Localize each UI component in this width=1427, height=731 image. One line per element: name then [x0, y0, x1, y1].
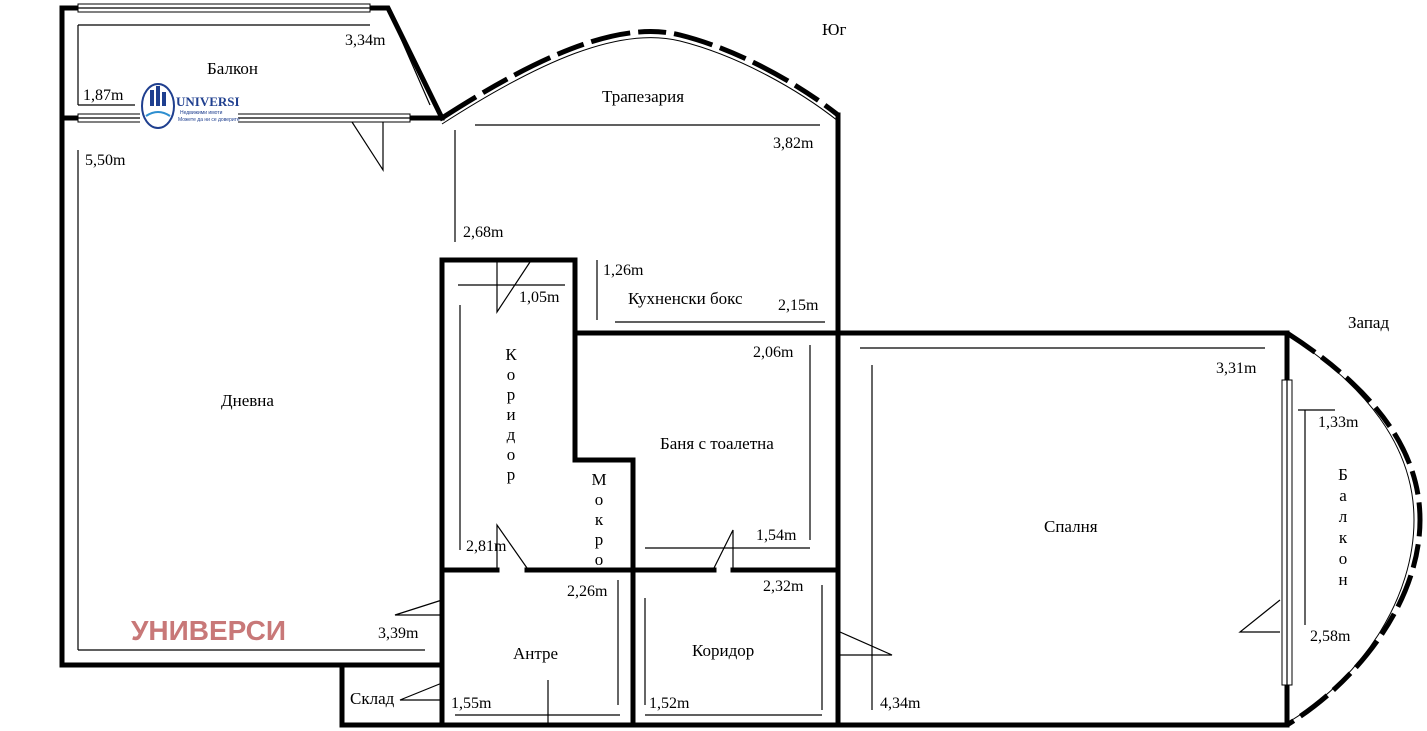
dim-balcony-right-length: 2,58m — [1310, 628, 1351, 645]
vertical-label-letter: и — [506, 405, 515, 424]
compass-west: Запад — [1348, 313, 1389, 332]
dim-balcony-right-depth: 1,33m — [1318, 414, 1359, 431]
vertical-label-letter: о — [507, 445, 516, 464]
room-label-balcony-right: Балкон — [1338, 465, 1348, 589]
vertical-label-letter: о — [507, 365, 516, 384]
room-label-balcony-top: Балкон — [207, 59, 258, 78]
dim-bedroom-width: 3,31m — [1216, 360, 1257, 377]
dim-entrance-width: 2,26m — [567, 583, 608, 600]
logo-emblem-icon — [141, 83, 175, 129]
dim-corridor-lower-length: 1,52m — [649, 695, 690, 712]
dim-dining-depth: 2,68m — [463, 224, 504, 241]
vertical-label-letter: о — [1339, 549, 1348, 568]
vertical-label-letter: д — [507, 425, 516, 444]
room-label-kitchen: Кухненски бокс — [628, 289, 743, 308]
logo-text: UNIVERSI — [176, 94, 240, 109]
universi-logo: UNIVERSI Недвижими имоти Можете да ни се… — [140, 80, 240, 130]
vertical-label-letter: к — [1339, 528, 1348, 547]
dim-dining-width: 3,82m — [773, 135, 814, 152]
measure-lines — [77, 130, 1265, 716]
dim-corridor-lower-width: 2,32m — [763, 578, 804, 595]
dim-kitchen-width: 2,15m — [778, 297, 819, 314]
dim-kitchen-depth: 1,26m — [603, 262, 644, 279]
room-label-storage: Склад — [350, 689, 395, 708]
watermark-text: УНИВЕРСИ — [131, 615, 286, 646]
vertical-label-letter: р — [507, 465, 516, 484]
dim-storage-width: 1,55m — [451, 695, 492, 712]
vertical-label-letter: а — [1339, 486, 1347, 505]
dining-bay-window — [440, 29, 840, 126]
room-label-living: Дневна — [221, 391, 274, 410]
bedroom-bay-balcony — [1238, 330, 1423, 728]
dim-bedroom-length: 4,34m — [880, 695, 921, 712]
vertical-label-letter: л — [1339, 507, 1348, 526]
dim-bath-depth: 1,54m — [756, 527, 797, 544]
compass-south: Юг — [822, 20, 846, 39]
dim-corridor-width: 1,05m — [519, 289, 560, 306]
balcony-top-windows — [77, 3, 431, 173]
vertical-label-letter: о — [595, 550, 604, 569]
room-label-dining: Трапезария — [602, 87, 684, 106]
dim-living-length: 5,50m — [85, 152, 126, 169]
vertical-label-letter: М — [591, 470, 606, 489]
dim-corridor-length: 2,81m — [466, 538, 507, 555]
logo-tagline-1: Недвижими имоти — [180, 110, 223, 116]
door-swings — [394, 261, 893, 726]
vertical-label-letter: о — [595, 490, 604, 509]
vertical-label-letter: р — [507, 385, 516, 404]
vertical-label-letter: н — [1338, 570, 1347, 589]
room-label-entrance: Антре — [513, 644, 558, 663]
room-label-corridor-lower: Коридор — [692, 641, 754, 660]
room-label-bath: Баня с тоалетна — [660, 434, 774, 453]
dim-balcony-top-depth: 1,87m — [83, 87, 124, 104]
dim-living-width: 3,39m — [378, 625, 419, 642]
dim-balcony-top-length: 3,34m — [345, 32, 386, 49]
vertical-label-letter: р — [595, 530, 604, 549]
vertical-label-letter: К — [505, 345, 517, 364]
dim-bath-width: 2,06m — [753, 344, 794, 361]
vertical-label-letter: к — [595, 510, 604, 529]
vertical-label-letter: Б — [1338, 465, 1348, 484]
logo-tagline-2: Можете да ни се доверите — [178, 117, 240, 123]
room-label-bedroom: Спалня — [1044, 517, 1098, 536]
room-label-corridor-upper: Коридор — [505, 345, 517, 484]
